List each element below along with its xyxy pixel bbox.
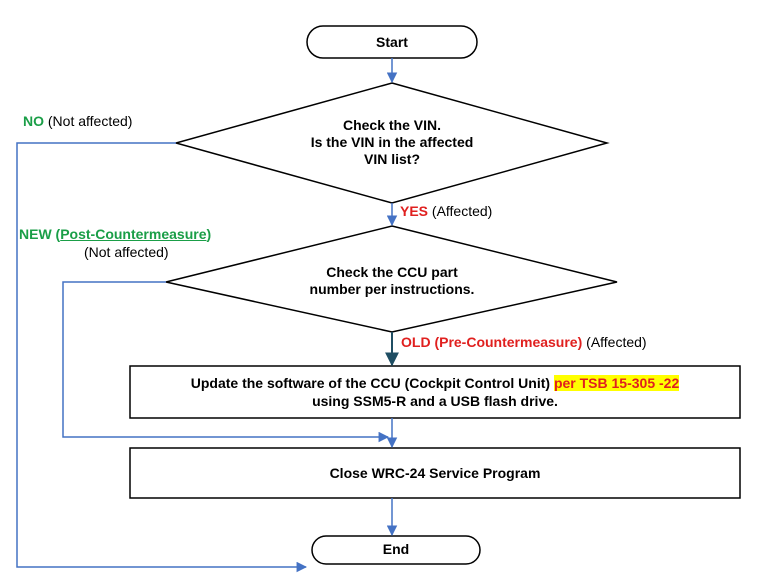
- vin-line-3: VIN list?: [363, 151, 420, 167]
- branch-no-keyword: NO: [23, 113, 44, 129]
- close-label: Close WRC-24 Service Program: [329, 465, 541, 481]
- branch-no-label: NO (Not affected): [23, 113, 132, 130]
- branch-new-close: ): [206, 226, 212, 242]
- branch-old-note: (Affected): [582, 334, 647, 350]
- arrow-vin-no-to-end: [16, 142, 308, 573]
- arrow-ccu-new-to-close: [62, 281, 390, 443]
- vin-line-1: Check the VIN.: [342, 117, 442, 133]
- update-text: Update the software of the CCU (Cockpit …: [190, 375, 554, 391]
- start-label: Start: [376, 34, 408, 50]
- branch-yes-note: (Affected): [428, 203, 493, 219]
- branch-old-keyword: OLD (Pre-Countermeasure): [401, 334, 583, 350]
- branch-new-underlined: Post-Countermeasure: [60, 226, 207, 242]
- update-line-2: using SSM5-R and a USB flash drive.: [312, 393, 558, 409]
- branch-new-keyword: NEW (: [19, 226, 61, 242]
- vin-line-2: Is the VIN in the affected: [310, 134, 474, 150]
- close-program-box: [129, 447, 741, 499]
- update-line-1: Update the software of the CCU (Cockpit …: [131, 375, 739, 392]
- branch-old-label: OLD (Pre-Countermeasure) (Affected): [401, 334, 647, 351]
- update-software-box: [129, 365, 741, 419]
- tsb-reference-highlight: per TSB 15-305 -22: [553, 375, 680, 391]
- branch-new-note: (Not affected): [84, 244, 169, 260]
- branch-new-label: NEW (Post-Countermeasure): [19, 226, 211, 243]
- ccu-line-1: Check the CCU part: [326, 264, 458, 280]
- branch-yes-keyword: YES: [400, 203, 429, 219]
- ccu-line-2: number per instructions.: [309, 281, 475, 297]
- branch-no-note: (Not affected): [44, 113, 133, 129]
- end-label: End: [382, 541, 410, 557]
- branch-yes-label: YES (Affected): [400, 203, 492, 220]
